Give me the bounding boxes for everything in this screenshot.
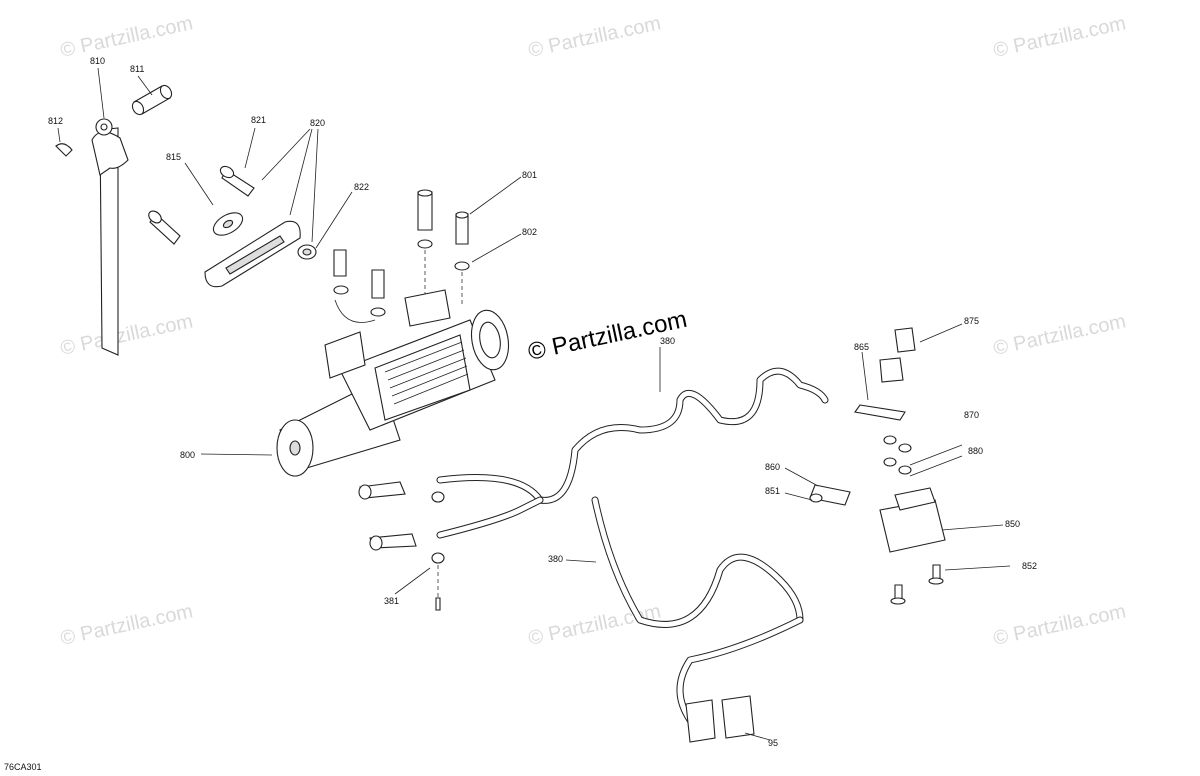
callout-821: 821 — [251, 115, 266, 125]
callout-851: 851 — [765, 486, 780, 496]
callout-822: 822 — [354, 182, 369, 192]
cable-terminals — [358, 481, 445, 611]
callout-860: 860 — [765, 462, 780, 472]
callout-865: 865 — [854, 342, 869, 352]
bolt-821 — [219, 165, 255, 197]
callout-95: 95 — [768, 738, 778, 748]
relay-875 — [879, 327, 916, 383]
callout-801: 801 — [522, 170, 537, 180]
nut-822 — [297, 244, 317, 260]
callout-802: 802 — [522, 227, 537, 237]
winch-800 — [276, 289, 510, 477]
watermark: © Partzilla.com — [58, 12, 194, 62]
callout-875: 875 — [964, 316, 979, 326]
watermark: © Partzilla.com — [58, 310, 194, 360]
callout-850: 850 — [1005, 519, 1020, 529]
bolt-852 — [890, 564, 944, 605]
callout-811: 811 — [130, 64, 144, 74]
watermark: © Partzilla.com — [526, 12, 662, 62]
bolt-815 — [148, 210, 181, 245]
callout-870: 870 — [964, 410, 979, 420]
callout-815: 815 — [166, 152, 181, 162]
callout-labels: 810 811 812 815 821 820 822 801 802 800 … — [48, 56, 1037, 748]
diagram-code: 76CA301 — [4, 762, 42, 772]
washer-815 — [212, 212, 244, 236]
leader-lines — [57, 67, 1011, 741]
fairlead-820 — [204, 220, 301, 288]
callout-852: 852 — [1022, 561, 1037, 571]
callout-380: 380 — [548, 554, 563, 564]
watermark: © Partzilla.com — [526, 600, 662, 650]
winch-strap-810 — [55, 118, 129, 356]
watermark-group: © Partzilla.com © Partzilla.com © Partzi… — [58, 12, 1127, 650]
switches-95 — [685, 695, 755, 743]
callout-810: 810 — [90, 56, 105, 66]
watermark: © Partzilla.com — [991, 600, 1127, 650]
contactor-850 — [879, 487, 946, 553]
callout-820: 820 — [310, 118, 325, 128]
bolt-801 — [333, 189, 469, 299]
watermark: © Partzilla.com — [991, 12, 1127, 62]
callout-381: 381 — [384, 596, 399, 606]
callout-380: 380 — [660, 336, 675, 346]
callout-812: 812 — [48, 116, 63, 126]
bracket-860 — [809, 484, 851, 506]
callout-880: 880 — [968, 446, 983, 456]
pin-811 — [131, 84, 173, 116]
washer-802 — [333, 239, 470, 317]
watermark: © Partzilla.com — [991, 310, 1127, 360]
callout-800: 800 — [180, 450, 195, 460]
watermark: © Partzilla.com — [58, 600, 194, 650]
bracket-865 — [854, 404, 912, 475]
wiring-harness-380 — [436, 367, 829, 724]
